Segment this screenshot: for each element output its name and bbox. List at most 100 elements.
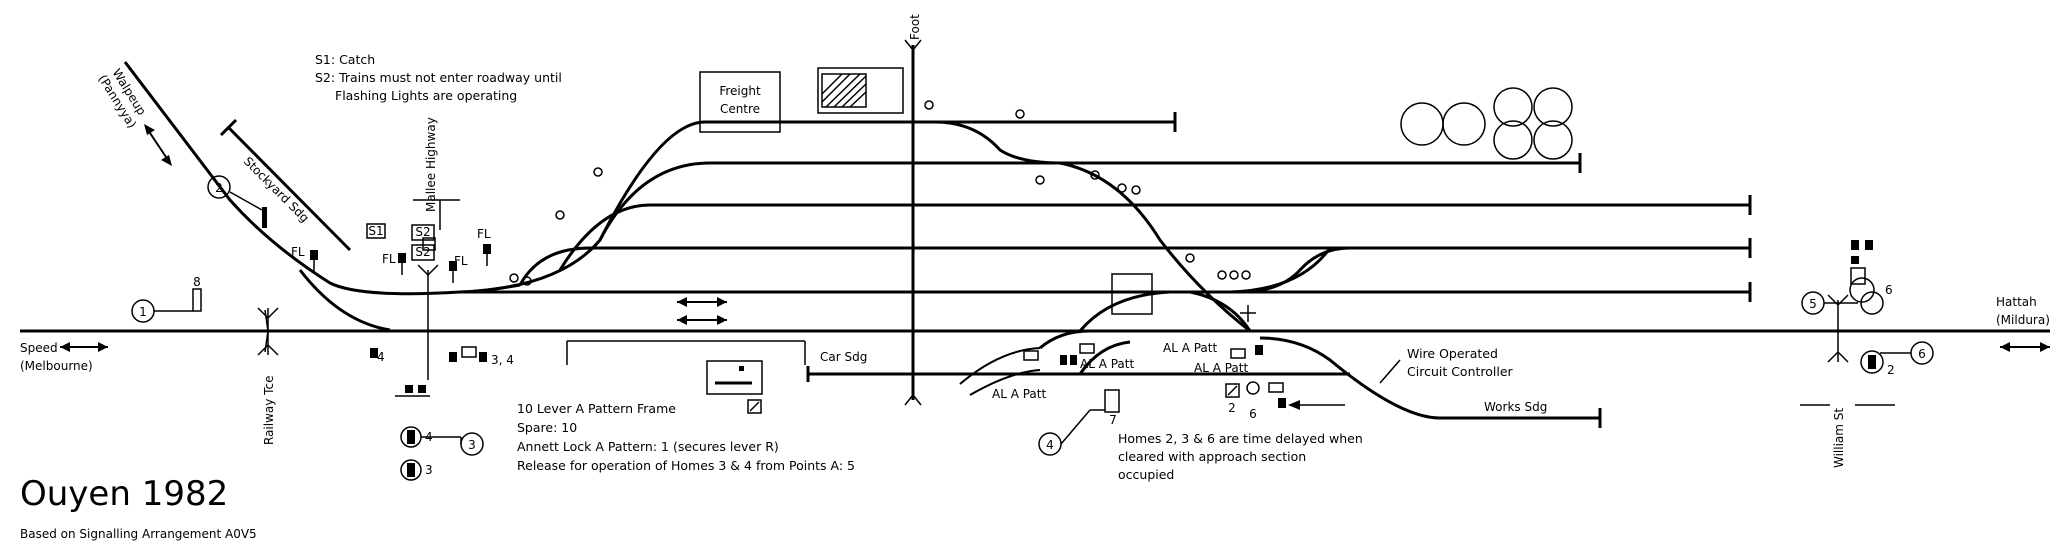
goods-shed <box>817 67 904 114</box>
road-east-fan <box>1239 246 1351 294</box>
yard-crossover-right-5 <box>1189 290 1252 332</box>
al-box-2 <box>1079 343 1095 354</box>
home-3-label: 3 <box>425 463 433 477</box>
lower-loop-west <box>1039 329 1091 350</box>
s1-label: S1 <box>368 224 383 238</box>
yard-ladder-left <box>459 283 521 294</box>
footbridge-bottom <box>904 393 922 406</box>
yard-crossover-right-2 <box>1059 161 1251 333</box>
hattah-direction-arrow <box>2000 342 2050 352</box>
stockyard-sdg-label: Stockyard Sdg <box>241 154 312 225</box>
home-3-signal <box>400 459 422 481</box>
home-4-number: 4 <box>377 350 385 364</box>
al-box-3 <box>1230 348 1246 359</box>
lever-5-number: 5 <box>1809 297 1817 311</box>
works-sdg-label: Works Sdg <box>1484 400 1547 414</box>
lever-3-number: 3 <box>468 438 476 452</box>
lever-frame-box <box>706 360 763 395</box>
storage-tanks <box>1400 87 1573 160</box>
lever-2-link <box>229 191 263 211</box>
william-st-y-bottom <box>1827 350 1849 363</box>
yard-road-3 <box>558 203 1750 271</box>
al-a-patt-label-3: AL A Patt <box>1163 341 1217 355</box>
walpeup-mainline-link <box>298 269 391 332</box>
al-box-1 <box>1023 350 1039 361</box>
home-signal-lower-1 <box>1060 355 1067 365</box>
s1-box <box>366 223 386 239</box>
fl-label-1: FL <box>291 245 305 259</box>
crossing-marker <box>1240 305 1256 322</box>
railway-tce-y-top <box>257 307 279 320</box>
railway-tce-label: Railway Tce <box>262 376 276 445</box>
stockyard-siding <box>226 125 352 252</box>
home-signal-lower-2 <box>1070 355 1077 365</box>
walpeup-line <box>123 61 461 296</box>
frame-note-2: Spare: 10 <box>517 420 577 435</box>
home-3-4-numbers: 3, 4 <box>491 353 514 367</box>
al-a-patt-label-4: AL A Patt <box>1194 361 1248 375</box>
note-s1: S1: Catch <box>315 52 375 67</box>
note-s2-line2: Flashing Lights are operating <box>335 88 517 103</box>
lever-6-lower-circle <box>1246 381 1260 395</box>
lever-6-lower-number: 6 <box>1249 407 1257 421</box>
freight-centre-box <box>699 71 781 133</box>
signal-group-middle <box>509 100 1251 286</box>
lever-8-number: 8 <box>193 275 201 289</box>
signal-group-east <box>1849 240 1884 374</box>
s2-lower-label: S2 <box>415 245 430 259</box>
lever-4-number: 4 <box>1046 438 1054 452</box>
william-st-y-top <box>1827 294 1849 307</box>
yard-crossover-right-4 <box>1078 290 1171 332</box>
lower-loop-east <box>1259 336 1600 420</box>
s2-lower-box <box>411 244 435 261</box>
freight-centre-label-2: Centre <box>720 102 760 116</box>
lever-6-number: 6 <box>1918 347 1926 361</box>
frame-marker-lower-2 <box>1225 383 1240 398</box>
east-lever-2: 2 <box>1887 363 1895 377</box>
yard-crossover-right-1 <box>934 120 1061 165</box>
al-a-patt-label-2: AL A Patt <box>1080 357 1134 371</box>
note-s2-line1: S2: Trains must not enter roadway until <box>315 70 562 85</box>
lever-2-lower-number: 2 <box>1228 401 1236 415</box>
walpeup-direction-arrow <box>144 124 172 166</box>
wire-controller-label-1: Wire Operated <box>1407 346 1498 361</box>
signal-group-west <box>310 237 491 393</box>
frame-marker-2 <box>747 399 762 414</box>
speed-label: Speed <box>20 341 58 355</box>
freight-centre-label-1: Freight <box>719 84 761 98</box>
lower-loop-curve-left <box>1078 340 1131 375</box>
wire-controller-arrow <box>1379 359 1401 384</box>
lever-4-link <box>1060 409 1091 445</box>
homes-note-3: occupied <box>1118 467 1174 482</box>
car-sdg-label: Car Sdg <box>820 350 867 364</box>
wire-controller-label-2: Circuit Controller <box>1407 364 1514 379</box>
diagram-title: Ouyen 1982 <box>20 474 228 514</box>
frame-note-4: Release for operation of Homes 3 & 4 fro… <box>517 458 855 473</box>
melbourne-label: (Melbourne) <box>20 359 93 373</box>
al-patt-siding-2 <box>969 369 1041 396</box>
s2-box <box>411 224 435 241</box>
frame-note-1: 10 Lever A Pattern Frame <box>517 401 676 416</box>
william-st-label: William St <box>1832 408 1846 468</box>
footbridge-top <box>904 39 922 52</box>
fl-label-3: FL <box>454 254 468 268</box>
yard-road-1 <box>459 120 1175 294</box>
stockyard-stop <box>219 118 238 137</box>
speed-direction-arrow <box>60 342 108 352</box>
lever-2-number: 2 <box>215 181 223 195</box>
mallee-highway-label: Mallee Highway <box>424 117 438 212</box>
lever-2-circle <box>207 175 231 199</box>
wire-controller-arrowhead <box>1288 400 1300 410</box>
foot-label: Foot <box>908 14 922 40</box>
hattah-label: Hattah <box>1996 295 2037 309</box>
lever-8-post <box>192 288 202 312</box>
homes-note-2: cleared with approach section <box>1118 449 1306 464</box>
railway-tce-y-bottom <box>257 343 279 356</box>
al-a-patt-label-1: AL A Patt <box>992 387 1046 401</box>
s2-label: S2 <box>415 225 430 239</box>
diagram-subtitle: Based on Signalling Arrangement A0V5 <box>20 527 257 541</box>
yard-direction-arrows <box>677 297 727 325</box>
al-patt-siding <box>959 347 1041 385</box>
yard-road-4 <box>518 246 1750 286</box>
